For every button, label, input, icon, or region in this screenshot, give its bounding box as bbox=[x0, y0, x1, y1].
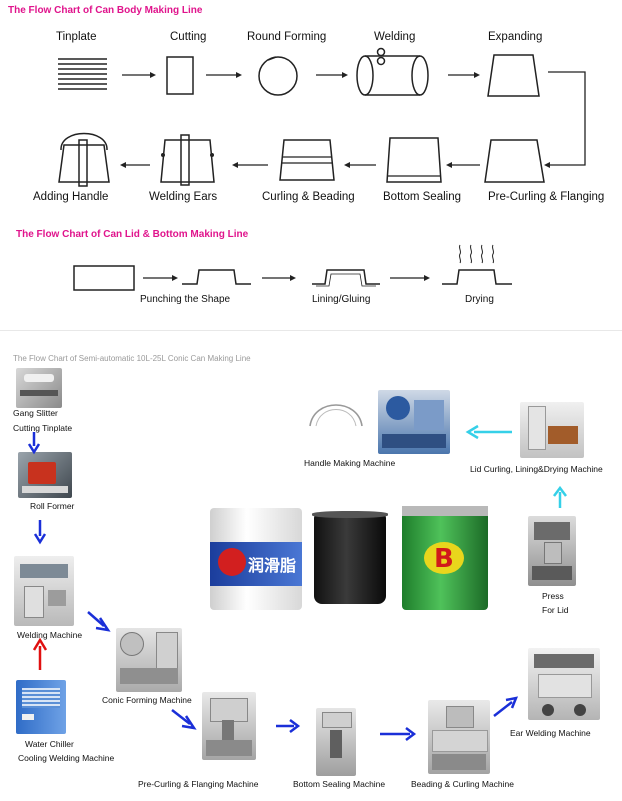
body-flow-diagram bbox=[58, 47, 586, 187]
tinplate-stack-icon bbox=[58, 58, 107, 90]
handle-wire-icon bbox=[309, 404, 363, 427]
handle-making-label: Handle Making Machine bbox=[304, 458, 396, 468]
expanding-can-icon bbox=[487, 54, 540, 97]
cyan-arrow-lid-handle bbox=[465, 424, 512, 440]
step-label-adding-handle: Adding Handle bbox=[33, 191, 109, 203]
cut-sheet-icon bbox=[166, 56, 194, 95]
adding-handle-icon bbox=[58, 132, 110, 187]
lid-step-punching: Punching the Shape bbox=[140, 294, 231, 305]
press-machine-image bbox=[528, 516, 576, 586]
green-paint-can: B bbox=[402, 506, 488, 610]
roll-former-label: Roll Former bbox=[30, 501, 75, 511]
can-body-title: The Flow Chart of Can Body Making Line bbox=[8, 5, 203, 16]
black-pail bbox=[312, 511, 388, 604]
blue-arrow-welding-conic bbox=[87, 611, 111, 632]
press-label: Press bbox=[542, 591, 564, 601]
red-arrow-chiller-welding bbox=[32, 637, 48, 670]
water-chiller-label: Water Chiller bbox=[25, 739, 74, 749]
row-connector bbox=[548, 71, 586, 166]
blue-arrow-precurling-bottom bbox=[276, 719, 301, 733]
for-lid-label: For Lid bbox=[542, 605, 569, 615]
lid-curling-machine-image bbox=[520, 402, 584, 458]
blue-arrow-slitter-roll bbox=[27, 432, 41, 455]
welding-cylinder-icon bbox=[356, 47, 429, 96]
conic-forming-label: Conic Forming Machine bbox=[102, 695, 192, 705]
welding-machine-label: Welding Machine bbox=[17, 630, 83, 640]
blue-arrow-bottom-beading bbox=[380, 727, 417, 741]
cooling-welding-label: Cooling Welding Machine bbox=[18, 753, 115, 763]
pre-curling-icon bbox=[484, 139, 545, 183]
cyan-arrow-press-lid bbox=[553, 485, 567, 508]
conic-line-title: The Flow Chart of Semi-automatic 10L-25L… bbox=[13, 354, 251, 363]
lid-title: The Flow Chart of Can Lid & Bottom Makin… bbox=[16, 229, 249, 240]
green-can-letter: B bbox=[434, 544, 454, 574]
lid-step-drying: Drying bbox=[465, 294, 494, 305]
round-forming-icon bbox=[258, 56, 298, 96]
ear-welding-label: Ear Welding Machine bbox=[510, 728, 591, 738]
blue-arrow-conic-precurling bbox=[171, 709, 197, 730]
step-label-welding-ears: Welding Ears bbox=[149, 191, 218, 203]
finished-cans-photo: 润滑脂 B bbox=[196, 496, 492, 616]
blue-arrow-beading-ear bbox=[493, 696, 519, 717]
step-label-welding: Welding bbox=[374, 31, 416, 43]
machine-flow-arrows bbox=[27, 424, 567, 741]
lined-shape-icon bbox=[312, 269, 380, 287]
bottom-sealing-icon bbox=[386, 137, 442, 183]
gang-slitter-image bbox=[16, 368, 62, 408]
body-row1-arrows bbox=[122, 72, 480, 78]
pre-curling-label: Pre-Curling & Flanging Machine bbox=[138, 779, 259, 789]
step-label-expanding: Expanding bbox=[488, 31, 543, 43]
lid-step-lining: Lining/Gluing bbox=[312, 294, 371, 305]
welding-ears-icon bbox=[160, 134, 215, 186]
white-can-text: 润滑脂 bbox=[248, 556, 297, 575]
beading-curling-label: Beading & Curling Machine bbox=[411, 779, 515, 789]
body-row2-arrows bbox=[120, 162, 480, 168]
step-label-tinplate: Tinplate bbox=[56, 31, 97, 43]
bottom-sealing-label: Bottom Sealing Machine bbox=[293, 779, 386, 789]
roll-former-image bbox=[18, 452, 72, 498]
beading-curling-machine-image bbox=[428, 700, 490, 774]
blue-arrow-roll-welding bbox=[33, 520, 47, 545]
step-label-pre-curling: Pre-Curling & Flanging bbox=[488, 191, 605, 203]
drying-icon bbox=[442, 244, 512, 285]
handle-making-machine-image bbox=[378, 390, 450, 454]
white-paint-can: 润滑脂 bbox=[210, 508, 302, 610]
section-divider bbox=[0, 330, 622, 331]
step-label-round-forming: Round Forming bbox=[247, 31, 327, 43]
step-label-curling-beading: Curling & Beading bbox=[262, 191, 355, 203]
gang-slitter-label: Gang Slitter bbox=[13, 408, 58, 418]
step-label-cutting: Cutting bbox=[170, 31, 207, 43]
ear-welding-machine-image bbox=[528, 648, 600, 720]
conic-forming-image bbox=[116, 628, 182, 692]
step-label-bottom-sealing: Bottom Sealing bbox=[383, 191, 461, 203]
lid-curling-label: Lid Curling, Lining&Drying Machine bbox=[470, 464, 603, 474]
blank-sheet-icon bbox=[73, 265, 135, 291]
welding-machine-image bbox=[14, 556, 74, 626]
lid-flow-diagram bbox=[73, 244, 512, 291]
bottom-sealing-machine-image bbox=[316, 708, 356, 776]
cutting-tinplate-label: Cutting Tinplate bbox=[13, 423, 73, 433]
curling-beading-icon bbox=[279, 139, 335, 181]
punched-shape-icon bbox=[182, 269, 251, 285]
pre-curling-machine-image bbox=[202, 692, 256, 760]
water-chiller-image bbox=[16, 680, 66, 734]
